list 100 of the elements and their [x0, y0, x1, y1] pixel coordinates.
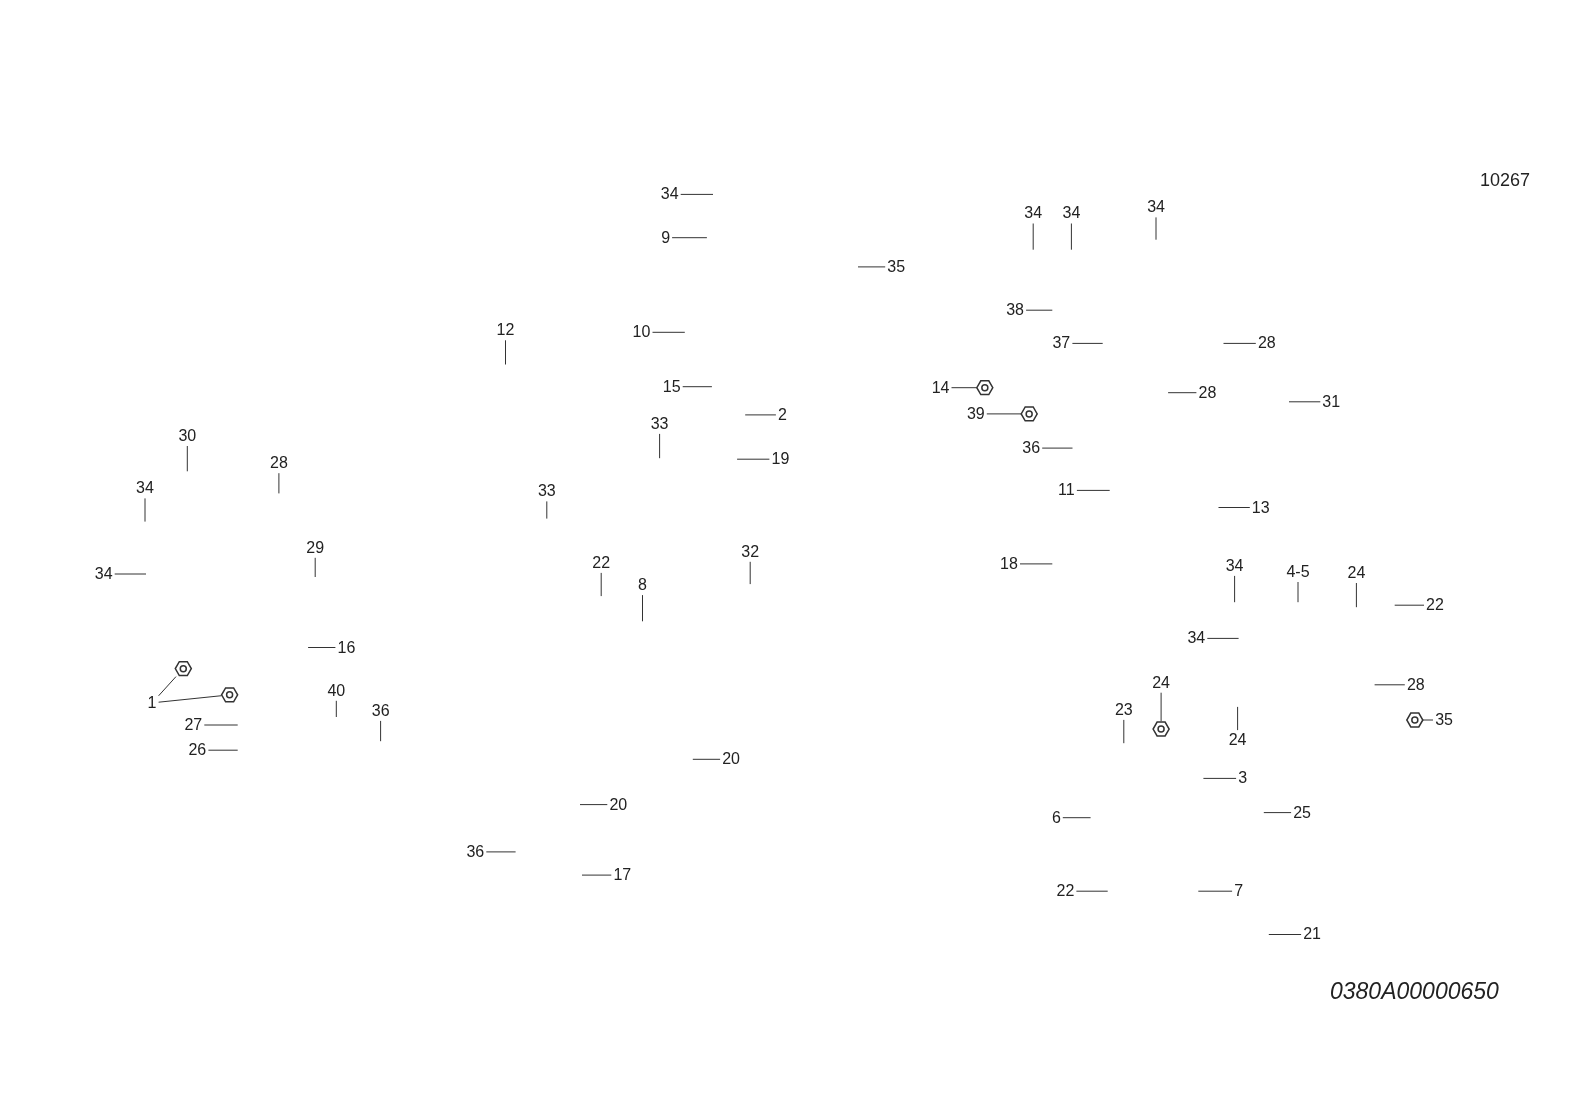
callout-number: 11	[1055, 480, 1077, 501]
leader-line	[114, 573, 147, 575]
leader-line	[158, 676, 177, 697]
leader-line	[1297, 581, 1299, 603]
callout-number: 39	[964, 403, 987, 424]
callout-number: 34	[658, 184, 681, 205]
leader-line	[186, 445, 188, 472]
leader-line	[692, 758, 721, 760]
leader-line	[1062, 817, 1092, 819]
callout-number: 34	[1060, 203, 1083, 224]
callout-number: 28	[1255, 333, 1278, 354]
leader-line	[680, 193, 714, 195]
leader-line	[1355, 582, 1357, 608]
callout-number: 22	[1054, 881, 1077, 902]
callout-number: 8	[635, 575, 649, 596]
callout-number: 36	[369, 700, 392, 721]
leader-line	[600, 572, 602, 597]
callout-number: 35	[1433, 710, 1456, 730]
callout-number: 34	[1145, 197, 1168, 218]
callout-number: 21	[1301, 924, 1324, 945]
callout-number: 20	[607, 794, 630, 815]
leader-line	[307, 647, 336, 648]
leader-line	[1071, 342, 1104, 344]
leader-line	[736, 458, 770, 460]
callout-number: 6	[1049, 807, 1063, 828]
leader-line	[659, 433, 661, 459]
callout-number: 22	[590, 552, 613, 573]
leader-line	[857, 266, 886, 268]
callout-number: 13	[1249, 497, 1272, 518]
callout-number: 31	[1320, 391, 1343, 412]
callout-number: 38	[1004, 300, 1027, 321]
leader-line	[1155, 216, 1157, 241]
callout-number: 37	[1050, 333, 1073, 354]
leader-line	[652, 331, 686, 333]
leader-line	[314, 557, 316, 578]
callout-number: 14	[929, 377, 952, 398]
leader-line	[505, 339, 506, 365]
leader-line	[485, 851, 517, 853]
callout-number: 24	[1226, 730, 1249, 751]
leader-line	[1075, 890, 1109, 892]
callout-number: 34	[1223, 555, 1246, 576]
leader-line	[1394, 604, 1425, 606]
leader-line	[581, 874, 612, 876]
callout-number: 18	[998, 553, 1020, 574]
leader-line	[1374, 684, 1406, 686]
callout-number: 17	[611, 865, 634, 886]
leader-line	[1025, 309, 1053, 311]
leader-line	[1041, 447, 1073, 449]
nut-icon	[1020, 406, 1039, 422]
callout-number: 12	[494, 320, 517, 341]
callout-number: 2	[775, 404, 789, 425]
leader-line	[1263, 812, 1292, 814]
leader-line	[1218, 507, 1251, 508]
callout-number: 29	[304, 537, 327, 558]
leader-line	[1422, 719, 1434, 721]
callout-number: 19	[769, 449, 792, 470]
callout-number: 33	[648, 413, 671, 434]
leader-line	[1032, 223, 1034, 251]
callout-number: 32	[739, 541, 762, 562]
callout-number: 24	[1345, 562, 1368, 583]
leader-line	[986, 413, 1022, 415]
callout-number: 16	[335, 637, 358, 658]
leader-line	[749, 561, 751, 585]
leader-line	[1070, 223, 1072, 251]
nut-icon	[1405, 712, 1424, 728]
callout-number: 34	[92, 564, 115, 584]
leader-line	[744, 414, 777, 416]
callout-number: 26	[186, 740, 209, 761]
leader-line	[579, 804, 608, 806]
callout-number: 9	[659, 227, 673, 248]
callout-number: 34	[1022, 203, 1045, 224]
nut-icon	[220, 687, 239, 703]
callout-number: 7	[1232, 881, 1246, 902]
callout-number: 4-5	[1284, 561, 1312, 582]
leader-line	[1206, 637, 1240, 639]
leader-line	[1268, 934, 1302, 935]
leader-line	[335, 700, 337, 718]
callout-number: 28	[1196, 382, 1219, 403]
leader-line	[1234, 575, 1236, 603]
leader-line	[158, 695, 223, 703]
leader-line	[207, 749, 239, 751]
callout-number: 30	[176, 426, 199, 446]
leader-line	[682, 386, 713, 388]
callout-number: 34	[1185, 628, 1208, 649]
leader-line	[1123, 719, 1125, 744]
leader-line	[1197, 890, 1233, 892]
leader-line	[144, 497, 146, 523]
leader-line	[671, 237, 708, 239]
callout-number: 27	[182, 715, 205, 736]
leader-line	[1167, 392, 1197, 394]
leader-line	[278, 472, 280, 494]
leader-line	[642, 594, 643, 622]
callout-number: 22	[1423, 595, 1446, 616]
callout-number: 23	[1112, 699, 1135, 720]
leader-line	[546, 500, 548, 520]
callout-number: 36	[1020, 438, 1043, 459]
nut-icon	[174, 660, 193, 677]
callout-number: 3	[1236, 768, 1250, 789]
leader-line	[1288, 401, 1321, 403]
leader-line	[1202, 777, 1237, 779]
